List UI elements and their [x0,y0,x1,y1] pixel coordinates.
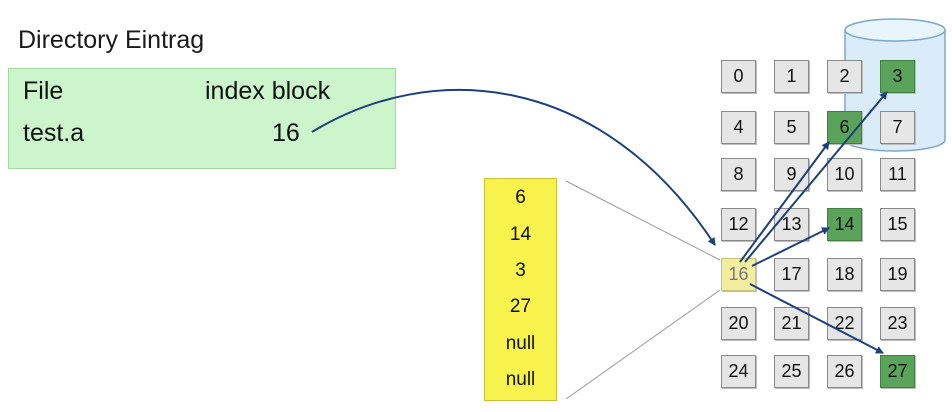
disk-block: 9 [774,158,809,191]
index-entry: null [505,369,536,390]
file-name: test.a [23,119,85,147]
index-entry: 6 [515,187,526,208]
disk-block-used: 3 [880,60,915,93]
disk-block: 17 [774,258,809,291]
disk-block: 2 [827,60,862,93]
index-entry: 3 [515,260,526,281]
disk-block: 24 [721,355,756,388]
disk-block: 11 [880,158,915,191]
index-entry: null [505,333,536,354]
disk-block: 22 [827,307,862,340]
column-header-file: File [23,77,64,105]
disk-block-used: 27 [880,355,915,388]
disk-block: 19 [880,258,915,291]
index-block-value: 16 [272,119,300,147]
column-header-index-block: index block [205,77,331,105]
page-title: Directory Eintrag [18,26,205,54]
disk-block: 5 [774,111,809,144]
index-entry: 14 [509,224,532,245]
disk-block-used: 14 [827,208,862,241]
directory-entry-box: File index block test.a 16 [8,68,396,169]
disk-block: 8 [721,158,756,191]
disk-block: 10 [827,158,862,191]
disk-block-index: 16 [721,258,756,291]
disk-block: 1 [774,60,809,93]
disk-block: 26 [827,355,862,388]
index-entry: 27 [509,296,532,317]
index-block-contents: 6 14 3 27 null null [484,178,557,401]
disk-block: 7 [880,111,915,144]
disk-block: 13 [774,208,809,241]
disk-block: 12 [721,208,756,241]
disk-block: 0 [721,60,756,93]
disk-block: 4 [721,111,756,144]
disk-block: 20 [721,307,756,340]
disk-block: 18 [827,258,862,291]
disk-block: 23 [880,307,915,340]
disk-block: 25 [774,355,809,388]
disk-block: 15 [880,208,915,241]
disk-block: 21 [774,307,809,340]
disk-block-used: 6 [827,111,862,144]
